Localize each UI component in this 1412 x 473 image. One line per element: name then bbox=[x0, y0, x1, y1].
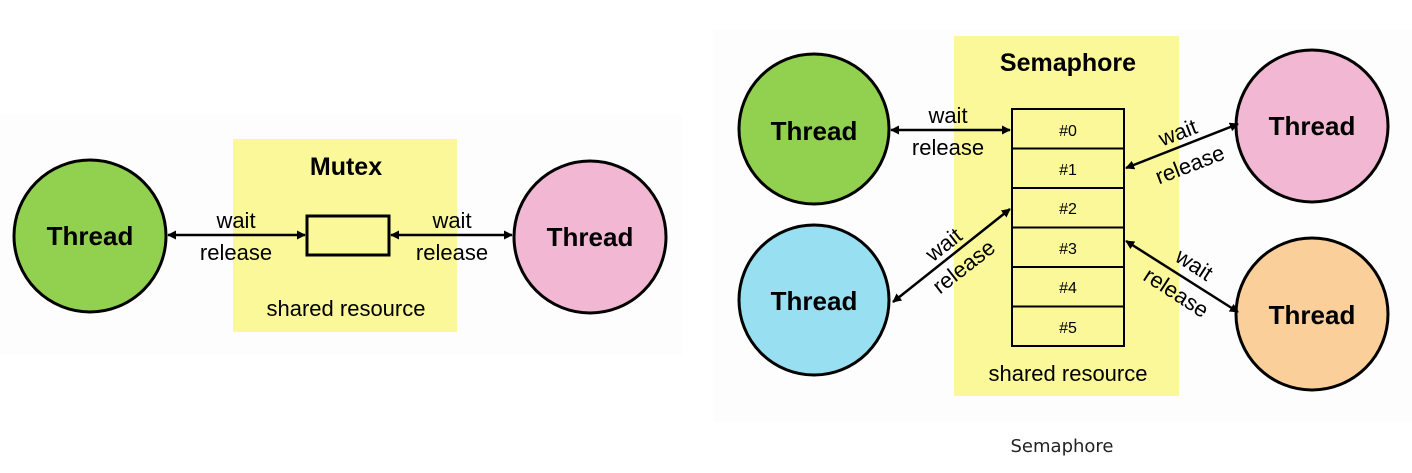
mutex-thread-left-label: Thread bbox=[47, 221, 134, 251]
semaphore-diagram: Semaphore #0 #1 #2 #3 #4 #5 Thread Threa… bbox=[713, 30, 1412, 422]
semaphore-slot-box bbox=[1011, 266, 1125, 308]
semaphore-top-right-arrow bbox=[1125, 122, 1239, 170]
semaphore-slot-label: #3 bbox=[1059, 241, 1077, 258]
semaphore-thread-top-left-label: Thread bbox=[771, 116, 858, 146]
semaphore-slot-stack: #0 #1 #2 #3 #4 #5 bbox=[1011, 108, 1125, 347]
semaphore-slot-label: #1 bbox=[1059, 162, 1077, 179]
semaphore-thread-top-left bbox=[737, 52, 891, 206]
semaphore-slot-box bbox=[1011, 226, 1125, 268]
mutex-diagram: Mutex Thread Thread wait release wait re… bbox=[0, 115, 682, 355]
semaphore-slot-box bbox=[1011, 147, 1125, 189]
mutex-lock-box bbox=[305, 214, 391, 257]
semaphore-thread-bottom-left bbox=[737, 223, 891, 377]
semaphore-bottom-left-arrow bbox=[892, 208, 1011, 303]
semaphore-slot-label: #4 bbox=[1059, 280, 1077, 297]
mutex-shared-resource-label: shared resource bbox=[267, 296, 426, 321]
mutex-left-wait-label: wait bbox=[215, 208, 255, 233]
semaphore-shared-resource-label: shared resource bbox=[989, 361, 1148, 386]
semaphore-top-left-release-label: release bbox=[912, 135, 984, 160]
mutex-thread-right bbox=[512, 159, 668, 315]
semaphore-slot-label: #5 bbox=[1059, 320, 1077, 337]
semaphore-top-left-wait-label: wait bbox=[927, 103, 967, 128]
semaphore-slot-label: #0 bbox=[1059, 123, 1077, 140]
figure-caption: Semaphore bbox=[1010, 436, 1114, 457]
semaphore-slot-label: #2 bbox=[1059, 201, 1077, 218]
mutex-thread-right-label: Thread bbox=[547, 222, 634, 252]
mutex-thread-left bbox=[12, 158, 168, 314]
semaphore-thread-bottom-left-label: Thread bbox=[771, 286, 858, 316]
semaphore-thread-bottom-right bbox=[1234, 236, 1390, 392]
semaphore-slot-box bbox=[1011, 187, 1125, 229]
semaphore-slot-box bbox=[1011, 305, 1125, 347]
semaphore-title: Semaphore bbox=[1000, 49, 1136, 77]
mutex-title: Mutex bbox=[310, 153, 382, 181]
semaphore-bottom-right-arrow bbox=[1125, 239, 1239, 314]
semaphore-thread-top-right-label: Thread bbox=[1269, 111, 1356, 141]
mutex-right-wait-label: wait bbox=[431, 208, 471, 233]
mutex-right-release-label: release bbox=[416, 240, 488, 265]
mutex-left-release-label: release bbox=[200, 240, 272, 265]
semaphore-thread-bottom-right-label: Thread bbox=[1269, 300, 1356, 330]
